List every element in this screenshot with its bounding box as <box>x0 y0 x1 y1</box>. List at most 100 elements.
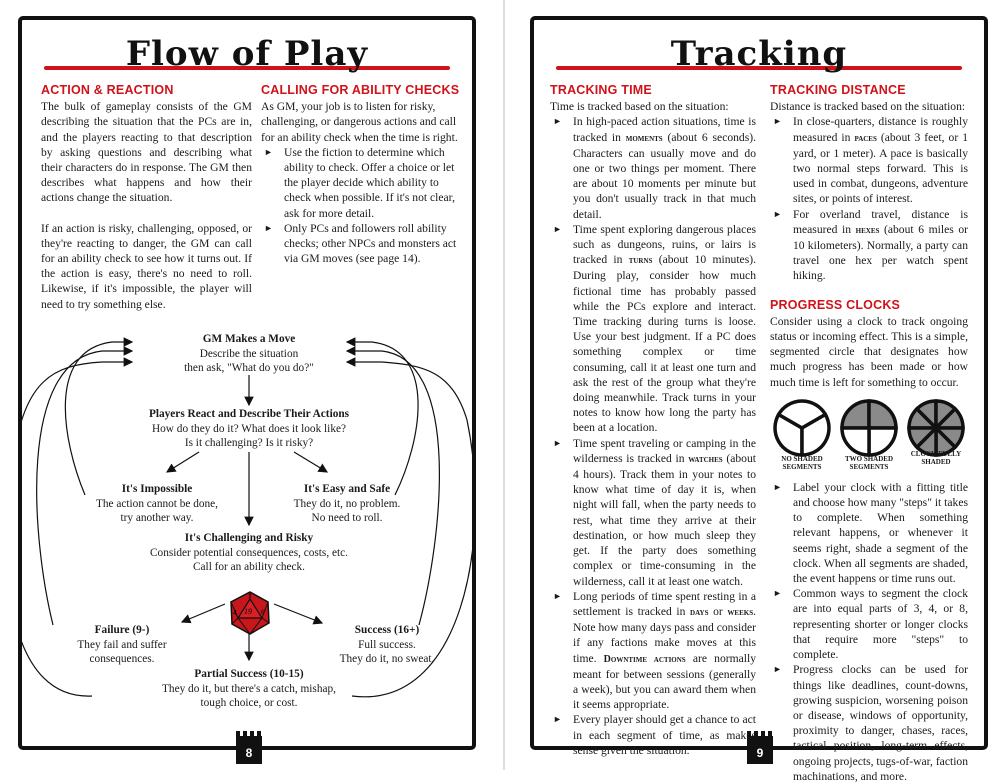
flowchart-arrows <box>22 337 472 698</box>
paragraph: Distance is tracked based on the situati… <box>770 100 966 114</box>
text: Long periods of time spent resting in a … <box>573 589 756 618</box>
flow-node-gm-move: GM Makes a Move Describe the situation t… <box>122 332 376 376</box>
term: hexes <box>855 224 880 236</box>
node-text: The action cannot be done, <box>95 497 219 510</box>
node-text: consequences. <box>89 653 155 666</box>
page-tracking: Tracking TRACKING TIME Time is tracked b… <box>530 16 988 783</box>
paragraph: The bulk of gameplay consists of the GM … <box>41 100 252 205</box>
node-text: They do it, no sweat. <box>339 653 435 666</box>
section-heading: CALLING FOR ABILITY CHECKS <box>261 83 460 97</box>
die-face: 4 <box>233 609 237 617</box>
term: moments <box>625 132 663 144</box>
term: weeks <box>727 606 754 618</box>
flow-node-impossible: It's Impossible The action cannot be don… <box>72 482 242 526</box>
node-text: How do they do it? What does it look lik… <box>152 422 346 435</box>
node-text: tough choice, or cost. <box>200 697 298 710</box>
title-underline <box>44 66 450 70</box>
text: . Note how many days pass and consider i… <box>573 604 756 665</box>
node-title: Players React and Describe Their Actions <box>148 408 350 420</box>
action-reaction-section: ACTION & REACTION The bulk of gameplay c… <box>41 83 252 312</box>
clock-segment <box>867 399 898 430</box>
clock-segment <box>800 411 831 457</box>
node-title: Success (16+) <box>354 624 420 636</box>
node-title: It's Easy and Safe <box>303 483 391 495</box>
page-flow-of-play: Flow of Play ACTION & REACTION The bulk … <box>18 16 476 764</box>
flow-node-challenging: It's Challenging and Risky Consider pote… <box>122 531 376 575</box>
text: (about 6 seconds). Characters can usuall… <box>573 130 756 221</box>
text: Time spent exploring dangerous places su… <box>573 222 756 267</box>
text: Time spent traveling or camping in the w… <box>573 436 756 465</box>
list-item: Only PCs and followers roll ability chec… <box>261 221 467 267</box>
flow-node-players-react: Players React and Describe Their Actions… <box>102 407 396 451</box>
node-text: then ask, "What do you do?" <box>184 362 314 375</box>
list-item: Label your clock with a fitting title an… <box>770 480 968 586</box>
text: (about 10 minutes). During play, conside… <box>573 253 756 435</box>
text: (about 6 miles or 10 kilometers). Normal… <box>793 222 968 283</box>
node-text: Describe the situation <box>199 347 299 360</box>
text: For overland travel, distance is measure… <box>793 207 968 236</box>
page-title: Tracking <box>670 34 848 74</box>
d20-die-icon: 7 19 6 4 <box>230 591 270 635</box>
clock-label: TWO SHADED SEGMENTS <box>844 454 894 471</box>
list-item: For overland travel, distance is measure… <box>770 207 968 284</box>
node-text: Call for an ability check. <box>193 561 305 574</box>
text: or <box>708 604 728 618</box>
text: (about 4 hours). Track them in your note… <box>573 451 756 588</box>
section-heading: TRACKING DISTANCE <box>770 83 906 97</box>
die-face: 7 <box>248 595 252 601</box>
node-text: Is it challenging? Is it risky? <box>184 437 314 450</box>
page-title: Flow of Play <box>125 34 369 74</box>
ability-checks-section: CALLING FOR ABILITY CHECKS As GM, your j… <box>261 83 467 266</box>
page-number: 9 <box>747 731 773 764</box>
flow-node-success: Success (16+) Full success. They do it, … <box>322 623 452 667</box>
section-heading: ACTION & REACTION <box>41 83 174 97</box>
list-item: In close-quarters, distance is roughly m… <box>770 114 968 206</box>
die-face: 6 <box>261 608 265 616</box>
progress-clock <box>907 399 965 457</box>
flow-node-failure: Failure (9-) They fail and suffer conseq… <box>52 623 192 667</box>
paragraph: If an action is risky, challenging, oppo… <box>41 221 252 311</box>
list-item: Common ways to segment the clock are int… <box>770 586 968 662</box>
title-underline <box>556 66 962 70</box>
paragraph: Consider using a clock to track ongoing … <box>770 314 968 389</box>
paragraph: Time is tracked based on the situation: <box>550 100 729 114</box>
list-item: Time spent exploring dangerous places su… <box>550 222 756 436</box>
progress-clock-illustrations <box>773 399 965 457</box>
die-face: 19 <box>244 607 252 616</box>
clock-label: CLOCK FULLY SHADED <box>910 449 962 466</box>
text: In close-quarters, distance is roughly m… <box>793 115 968 144</box>
page-gutter <box>503 0 505 770</box>
clock-segment <box>867 426 898 457</box>
node-text: Full success. <box>358 638 416 651</box>
section-heading: TRACKING TIME <box>550 83 652 97</box>
progress-clock <box>773 399 831 457</box>
tracking-time-section: TRACKING TIME Time is tracked based on t… <box>550 83 756 758</box>
clock-label: NO SHADED SEGMENTS <box>781 454 823 471</box>
clock-segment <box>840 426 871 457</box>
clock-segment <box>907 426 941 450</box>
term: watches <box>688 453 723 465</box>
node-title: GM Makes a Move <box>202 333 296 345</box>
node-text: They fail and suffer <box>77 638 167 651</box>
text: In high-paced action situations, time is… <box>573 115 756 144</box>
paragraph: As GM, your job is to listen for risky, … <box>261 100 458 144</box>
flow-node-partial-success: Partial Success (10-15) They do it, but … <box>122 667 376 711</box>
term: days <box>690 606 709 618</box>
node-title: Failure (9-) <box>94 624 150 636</box>
node-title: It's Challenging and Risky <box>184 532 314 544</box>
node-title: Partial Success (10-15) <box>194 668 304 680</box>
node-text: They do it, no problem. <box>293 497 401 510</box>
list-item: Time spent traveling or camping in the w… <box>550 436 756 589</box>
node-text: They do it, but there's a catch, mishap, <box>162 682 336 695</box>
term: paces <box>854 132 877 144</box>
page-number: 8 <box>236 731 262 764</box>
node-text: try another way. <box>120 512 194 525</box>
clock-examples: NO SHADED SEGMENTS TWO SHADED SEGMENTS C… <box>770 398 968 480</box>
list-item: Long periods of time spent resting in a … <box>550 589 756 713</box>
list-item: Progress clocks can be used for things l… <box>770 662 968 784</box>
term: turns <box>628 255 653 267</box>
progress-clock <box>840 399 898 457</box>
text: (about 3 feet, or 1 yard, or 1 meter). A… <box>793 130 968 206</box>
term: Downtime actions <box>603 653 686 665</box>
section-heading: PROGRESS CLOCKS <box>770 297 901 312</box>
